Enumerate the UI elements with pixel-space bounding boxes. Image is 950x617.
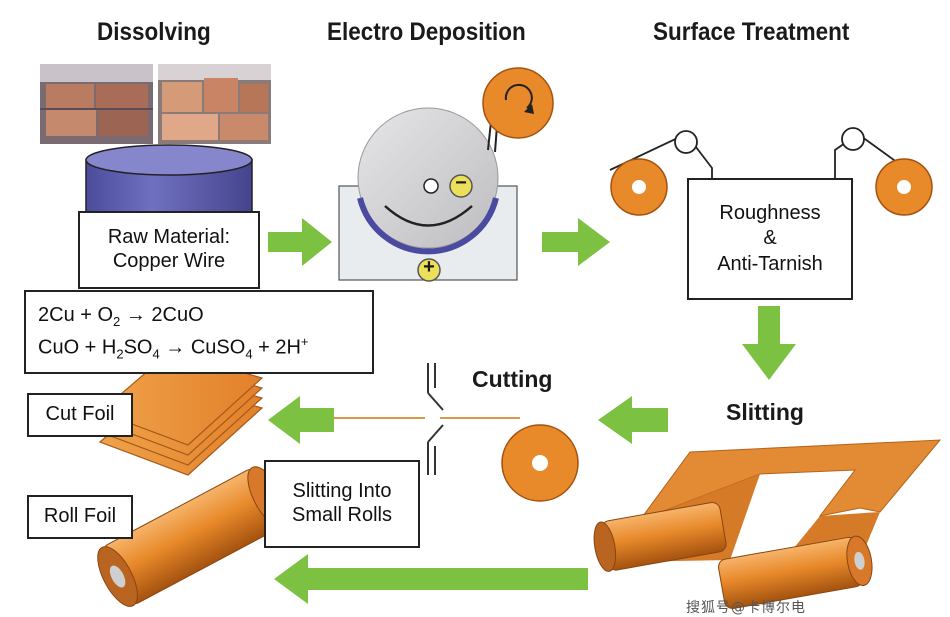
small-rolls-box: Slitting Into Small Rolls [264, 460, 420, 548]
label-slitting: Slitting [726, 399, 804, 425]
raw-material-line2: Copper Wire [112, 250, 226, 272]
raw-material-box: Raw Material: Copper Wire [78, 211, 260, 289]
treatment-box: Roughness & Anti-Tarnish [687, 178, 853, 300]
small-rolls-line1: Slitting Into [292, 480, 392, 503]
reaction-arrow-icon: → [125, 304, 146, 326]
reaction-arrow-icon: → [165, 336, 186, 359]
roll-foil-label: Roll Foil [27, 495, 133, 539]
title-surface-treatment: Surface Treatment [653, 18, 850, 46]
title-electro-deposition: Electro Deposition [327, 18, 526, 46]
cathode-sign: − [455, 172, 467, 194]
cutting-knife [330, 363, 520, 475]
cut-foil-label: Cut Foil [27, 393, 133, 437]
copper-photo-right [158, 64, 271, 144]
arrow-cutting-to-cut-foil [268, 396, 334, 444]
treatment-line2: & [763, 227, 777, 250]
arrow-dissolve-to-deposition [268, 218, 332, 266]
slitting-roll-left [593, 502, 727, 572]
anode-sign: + [423, 256, 435, 278]
reaction-equation-1: 2Cu + O2 → 2CuO [38, 304, 204, 329]
treatment-line3: Anti-Tarnish [717, 252, 823, 275]
copper-photo-left [40, 64, 153, 144]
label-cutting: Cutting [472, 366, 553, 392]
watermark: 搜狐号@卡博尔电 [686, 600, 806, 616]
electro-deposition-cell [338, 107, 518, 282]
reaction-equations-box: 2Cu + O2 → 2CuO CuO + H2SO4 → CuSO4 + 2H… [24, 290, 374, 374]
treatment-line1: Roughness [719, 201, 821, 224]
arrow-deposition-to-treatment [542, 218, 610, 266]
title-dissolving: Dissolving [97, 18, 211, 46]
cutting-supply-roll [501, 424, 579, 502]
arrow-slitting-to-roll-foil [274, 554, 588, 604]
surface-treatment-line [609, 127, 933, 216]
arrow-slitting-to-cutting [598, 396, 668, 444]
slitting-roll-right [718, 535, 873, 609]
arrow-treatment-to-slitting [742, 306, 796, 380]
deposition-take-up-roll [482, 67, 554, 139]
small-rolls-line2: Small Rolls [291, 504, 393, 526]
reaction-equation-2: CuO + H2SO4 → CuSO4 + 2H+ [38, 333, 309, 362]
raw-material-line1: Raw Material: [107, 226, 231, 249]
